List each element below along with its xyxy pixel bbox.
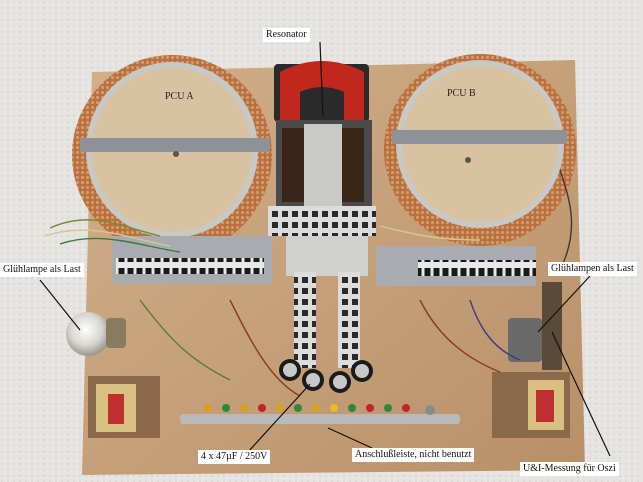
capacitors [279,359,373,393]
wires [43,169,573,397]
right-terminal-pillar [338,272,360,368]
label-pcu-a: PCU A [165,91,194,102]
left-terminal-pillar [294,272,316,368]
left-transformer [88,376,160,438]
label-pcu-b: PCU B [447,88,476,99]
right-transformer [492,372,570,438]
coil-pcu-a [72,55,272,255]
callout-lines [39,41,611,457]
coil-pcu-b [384,54,576,246]
label-lamps-right: Glühlampen als Last [548,262,637,276]
label-measurement: U&I-Messung für Oszi [520,462,619,476]
label-terminal: Anschlußleiste, nicht benutzt [352,448,475,462]
resonator-magnet [274,61,372,210]
label-lamp-left: Glühlampe als Last [0,263,84,277]
lamp-holders [508,282,562,370]
light-bulb [66,312,126,356]
right-terminal-rail [376,246,536,286]
label-resonator: Resonator [263,28,310,42]
label-capacitors: 4 x 47µF / 250V [198,450,271,464]
center-lower-block [286,236,368,276]
center-top-terminals [268,206,376,236]
connector-strip [180,404,460,424]
